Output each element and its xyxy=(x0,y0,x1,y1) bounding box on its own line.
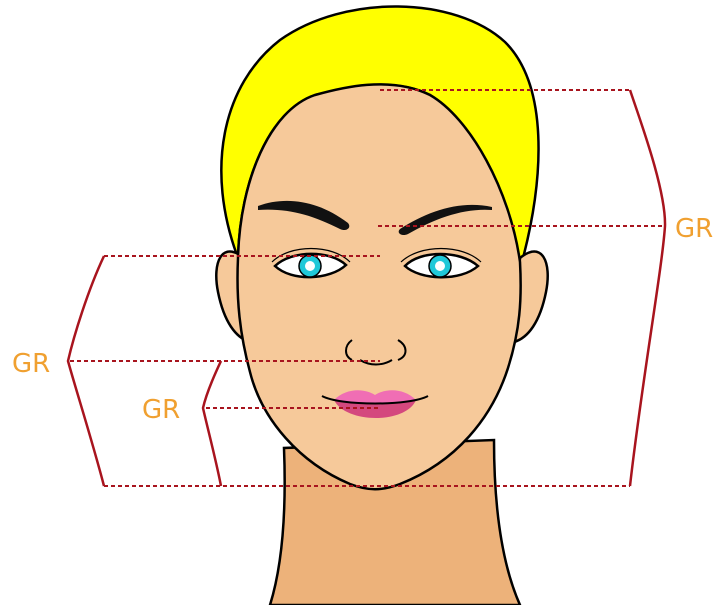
left-outer-brace xyxy=(68,256,104,486)
face xyxy=(238,84,521,489)
gr-label-left-outer: GR xyxy=(12,349,50,379)
gr-label-left-inner: GR xyxy=(142,395,180,425)
right-brace xyxy=(630,90,665,486)
gr-label-right: GR xyxy=(675,214,713,244)
left-inner-brace xyxy=(203,361,221,486)
